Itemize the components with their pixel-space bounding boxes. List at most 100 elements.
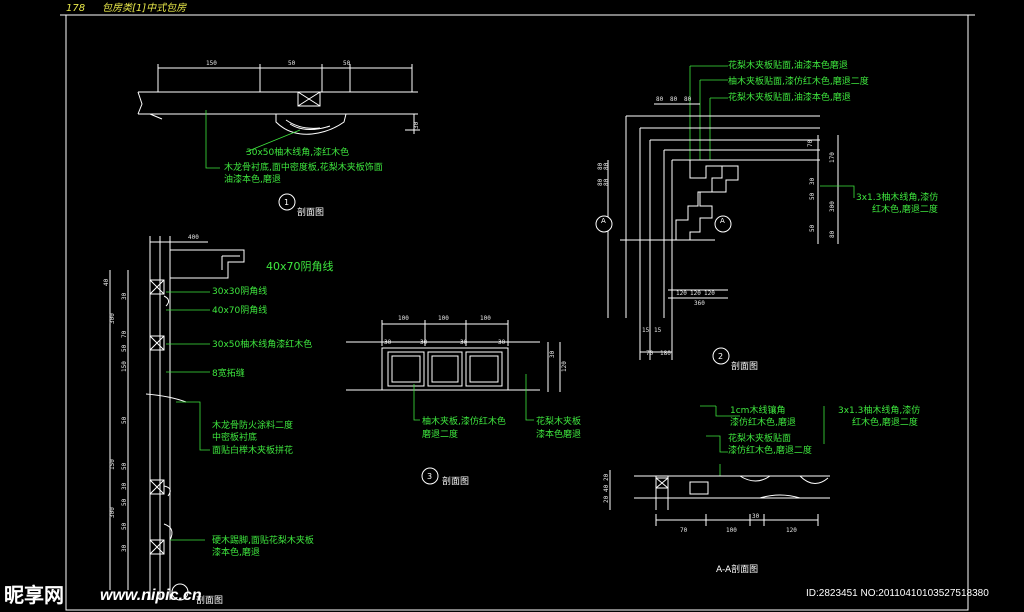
s3-note: 磨退二度: [422, 428, 458, 440]
s4-note: 面贴白榉木夹板拼花: [212, 444, 293, 456]
sA-note: 漆仿红木色,磨退: [730, 416, 796, 428]
sA-dim: 70: [680, 527, 688, 534]
s4-dim: 150: [121, 361, 128, 372]
s2-dim: 180: [660, 350, 671, 357]
s4-dim: 30: [121, 482, 128, 490]
s1-note: 30x50柚木线角,漆红木色: [246, 146, 349, 158]
section-1-drawing: 150 50 50 30: [137, 60, 420, 211]
s4-dim: 300: [109, 313, 116, 324]
s4-dim: 150: [109, 459, 116, 470]
s1-dim: 30: [413, 121, 420, 129]
page-title: 包房类[1]中式包房: [102, 2, 187, 14]
s2-dim: 80: [829, 230, 836, 238]
s4-dim: 300: [109, 507, 116, 518]
s3-dim: 120: [561, 361, 568, 372]
section-4-drawing: 400 40 300 30 70 50 150 50 150 50 30 50 …: [103, 234, 245, 601]
s4-dim: 400: [188, 234, 199, 241]
page-number: 178: [66, 3, 85, 14]
s2-dim: 170: [829, 152, 836, 163]
s3-note: 柚木夹板,漆仿红木色: [422, 415, 506, 427]
sA-dim: 20: [603, 473, 610, 481]
s4-dim: 50: [121, 498, 128, 506]
s2-note: 花梨木夹板贴面,油漆本色,磨退: [728, 91, 851, 103]
sA-note: 漆仿红木色,磨退二度: [728, 444, 812, 456]
s1-label: 剖面图: [297, 206, 324, 218]
s3-number: 3: [427, 472, 432, 481]
s2-dim: 80: [603, 162, 610, 170]
sA-label: A-A剖面图: [716, 563, 758, 575]
section-3-drawing: 100 100 100 30 30 30 30 30 120: [346, 315, 568, 485]
section-2-drawing: 80 80 80 80 80 80 80 70 170 30 50 300 50…: [595, 65, 855, 365]
s4-dim: 40: [103, 278, 110, 286]
s2-section-mark: A: [601, 217, 606, 225]
s2-note: 花梨木夹板贴面,油漆本色磨退: [728, 59, 848, 71]
s2-dim: 50: [809, 224, 816, 232]
sA-note: 红木色,磨退二度: [852, 416, 918, 428]
s2-dim: 70: [646, 350, 654, 357]
s2-dim: 80: [597, 162, 604, 170]
s1-dim: 50: [288, 60, 296, 67]
s2-dim: 120: [704, 290, 715, 297]
s2-dim: 15: [642, 327, 650, 334]
drawing-frame: [65, 14, 969, 611]
s2-note: 红木色,磨退二度: [872, 203, 938, 215]
s4-dim: 50: [121, 522, 128, 530]
s2-dim: 30: [809, 177, 816, 185]
s3-label: 剖面图: [442, 475, 469, 487]
s2-note: 柚木夹板贴面,漆仿红木色,磨退二度: [728, 75, 869, 87]
s4-label: 剖面图: [196, 594, 223, 606]
s4-dim: 70: [121, 330, 128, 338]
sA-dim: 20: [603, 495, 610, 503]
sA-dim: 120: [786, 527, 797, 534]
s2-number: 2: [718, 352, 723, 361]
s1-dim: 50: [343, 60, 351, 67]
s4-note: 30x30阴角线: [212, 285, 267, 297]
s2-dim: 50: [809, 192, 816, 200]
s4-dim: 30: [121, 292, 128, 300]
s2-dim: 70: [807, 139, 814, 147]
watermark: 昵享网 www.nipic.cn ID:2823451 NO:201104101…: [4, 583, 989, 607]
s2-section-mark: A: [720, 217, 725, 225]
s4-dim: 50: [121, 462, 128, 470]
s2-dim: 80: [656, 96, 664, 103]
s4-note: 8宽拓缝: [212, 367, 245, 379]
watermark-url: www.nipic.cn: [100, 587, 202, 604]
s1-number: 1: [284, 198, 289, 207]
s2-dim: 15: [654, 327, 662, 334]
s3-dim: 100: [438, 315, 449, 322]
s1-note: 油漆本色,磨退: [224, 173, 281, 185]
s2-dim: 80: [670, 96, 678, 103]
s3-note: 花梨木夹板: [536, 415, 581, 427]
s4-note: 木龙骨防火涂料二度: [212, 419, 293, 431]
sA-note: 1cm木线镶角: [730, 404, 785, 416]
s4-dim: 50: [121, 416, 128, 424]
s2-dim: 80: [597, 178, 604, 186]
s4-note: 40x70阴角线: [266, 259, 334, 273]
s3-dim: 30: [549, 350, 556, 358]
s4-note: 30x50柚木线角漆红木色: [212, 338, 312, 350]
s3-dim: 100: [398, 315, 409, 322]
s4-note: 漆本色,磨退: [212, 546, 260, 558]
sA-note: 花梨木夹板贴面: [728, 432, 791, 444]
s3-dim: 100: [480, 315, 491, 322]
s2-note: 3x1.3柚木线角,漆仿: [856, 191, 938, 203]
s4-note: 中密板衬底: [212, 431, 257, 443]
s1-dim: 150: [206, 60, 217, 67]
s2-label: 剖面图: [731, 360, 758, 372]
s3-note: 漆本色磨退: [536, 428, 581, 440]
section-aa-drawing: 20 40 20 70 100 30 120: [603, 405, 830, 534]
s4-note: 硬木踢脚,面贴花梨木夹板: [212, 534, 314, 546]
s1-note: 木龙骨衬底,面中密度板,花梨木夹板饰面: [224, 161, 383, 173]
s2-dim: 300: [829, 201, 836, 212]
s4-dim: 50: [121, 344, 128, 352]
sA-dim: 30: [752, 513, 760, 520]
sA-dim: 100: [726, 527, 737, 534]
s2-dim: 120: [676, 290, 687, 297]
s2-dim: 120: [690, 290, 701, 297]
s2-dim: 80: [603, 178, 610, 186]
sA-dim: 40: [603, 484, 610, 492]
s2-dim: 80: [684, 96, 692, 103]
s4-note: 40x70阴角线: [212, 304, 267, 316]
s4-dim: 30: [121, 544, 128, 552]
